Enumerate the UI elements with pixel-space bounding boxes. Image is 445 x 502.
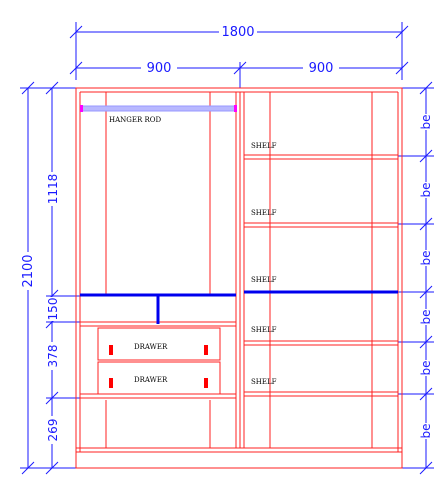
hanger-rod-end: [80, 105, 83, 112]
dim-text-overall-width: 1800: [221, 25, 254, 40]
drawer-label-top: DRAWER: [134, 343, 168, 351]
tick: [21, 81, 35, 95]
text-mask: [45, 297, 59, 321]
tick: [69, 25, 83, 39]
tick: [419, 461, 433, 475]
shelf-label: SHELF: [251, 326, 277, 334]
shelf-label: SHELF: [251, 276, 277, 284]
text-mask: [219, 24, 257, 38]
tick: [419, 387, 433, 401]
outer-frame: [75, 87, 403, 469]
tick: [419, 285, 433, 299]
tick: [419, 149, 433, 163]
dim-text-divider-height: 150: [46, 298, 60, 321]
drawer-handle: [204, 378, 208, 388]
drawer-bottom: [97, 361, 221, 395]
tick: [419, 81, 433, 95]
text-mask: [45, 342, 59, 370]
dim-text-base-height: 269: [46, 419, 60, 442]
shelf-label: SHELF: [251, 378, 277, 386]
tick: [21, 461, 35, 475]
hanger-rod-label: HANGER ROD: [109, 116, 161, 124]
dim-text-right-3: be: [419, 251, 433, 266]
hanger-rod-end: [234, 105, 237, 112]
text-mask: [21, 252, 35, 290]
dim-text-right-width: 900: [309, 61, 334, 76]
hanger-rod: HANGER ROD: [80, 105, 237, 124]
tick: [45, 81, 59, 95]
text-mask: [141, 60, 177, 74]
tick: [419, 335, 433, 349]
tick: [419, 217, 433, 231]
dimension-right-chain: be be be be be be: [398, 81, 434, 475]
dimension-overall-width: 1800: [69, 22, 409, 80]
text-mask: [45, 172, 59, 206]
dimension-half-widths: 900 900: [69, 60, 409, 88]
dim-text-overall-height: 2100: [21, 254, 36, 287]
right-tick-labels: be be be be be be: [419, 114, 433, 439]
tick: [395, 61, 409, 75]
dim-text-hanging-height: 1118: [46, 174, 60, 205]
drawer-handle: [204, 345, 208, 355]
tick: [233, 61, 247, 75]
dim-text-right-1: be: [419, 115, 433, 130]
text-mask: [303, 60, 339, 74]
shelf-labels: SHELF SHELF SHELF SHELF SHELF: [251, 142, 277, 386]
shelf-label: SHELF: [251, 142, 277, 150]
tick: [45, 391, 59, 405]
tick: [69, 61, 83, 75]
drawer-handle: [109, 378, 113, 388]
drawer-unit: DRAWER DRAWER: [97, 327, 221, 395]
right-shelves: [244, 154, 398, 397]
wardrobe-carcass: [75, 87, 403, 469]
dimension-overall-height: 2100: [20, 81, 82, 475]
tick: [395, 25, 409, 39]
dim-text-right-5: be: [419, 361, 433, 376]
drawer-handle: [109, 345, 113, 355]
drawer-label-bottom: DRAWER: [134, 376, 168, 384]
hanger-rod-bar: [81, 105, 237, 112]
dim-text-drawer-height: 378: [46, 345, 60, 368]
tick: [45, 461, 59, 475]
dim-text-left-width: 900: [147, 61, 172, 76]
dim-text-right-6: be: [419, 424, 433, 439]
drawer-top: [97, 327, 221, 361]
text-mask: [45, 416, 59, 444]
dim-text-right-4: be: [419, 310, 433, 325]
heavy-members: [80, 290, 398, 324]
shelf-label: SHELF: [251, 209, 277, 217]
dim-text-right-2: be: [419, 183, 433, 198]
